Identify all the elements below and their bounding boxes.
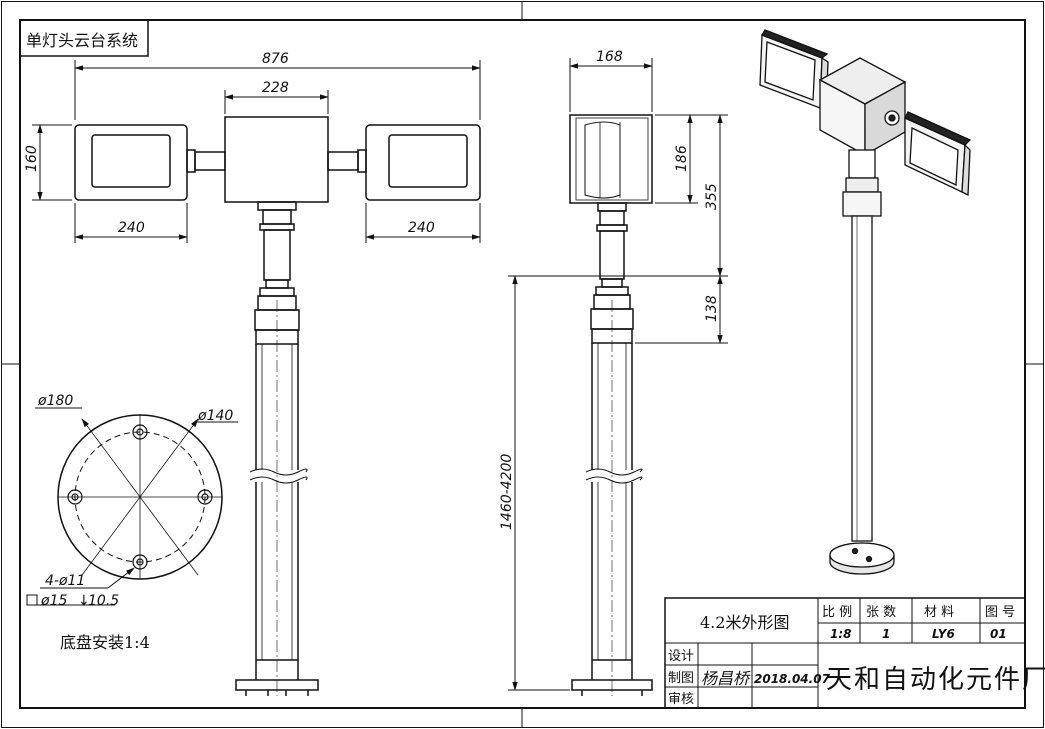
title-box: 单灯头云台系统	[19, 19, 149, 57]
dim-base-diameter: ø180	[37, 393, 73, 409]
base-plate-view	[26, 407, 238, 606]
dim-counterbore: ø15	[40, 593, 67, 609]
side-body	[569, 114, 653, 204]
side-view	[569, 114, 653, 696]
pan-tilt-body	[224, 116, 329, 203]
company-name: 天和自动化元件厂	[826, 665, 1045, 695]
base-caption: 底盘安装1:4	[60, 633, 150, 652]
row-label-design: 设计	[668, 649, 694, 664]
title-block	[664, 597, 1026, 709]
dim-side-body-height: 186	[674, 145, 690, 172]
dim-pole-height: 1460-4200	[499, 454, 515, 530]
dim-side-mount-height: 138	[704, 295, 720, 322]
dim-holes: 4-ø11	[45, 573, 85, 589]
dim-side-head-height: 355	[704, 183, 720, 210]
drawing-date: 2018.04.07	[754, 672, 831, 686]
header-sheets: 张 数	[866, 605, 896, 620]
dim-left-lamp-width: 240	[118, 220, 145, 236]
value-scale: 1:8	[830, 627, 852, 641]
row-label-drafting: 制图	[668, 671, 694, 686]
header-drawing-no: 图 号	[985, 605, 1015, 620]
header-scale: 比 例	[822, 605, 852, 620]
title-box-text: 单灯头云台系统	[26, 31, 138, 50]
front-view	[74, 116, 481, 696]
depth-symbol: ↓	[78, 593, 90, 609]
value-material: LY6	[932, 627, 955, 641]
row-label-review: 审核	[668, 692, 694, 707]
isometric-view	[759, 29, 972, 575]
front-dimensions	[32, 60, 481, 243]
dim-side-width: 168	[596, 49, 623, 65]
drafter-signature: 杨昌桥	[701, 669, 751, 688]
value-sheets: 1	[882, 627, 890, 641]
side-dimensions	[508, 58, 728, 691]
dim-right-lamp-width: 240	[408, 220, 435, 236]
drawing-name: 4.2米外形图	[700, 613, 789, 632]
dim-overall-width: 876	[262, 51, 289, 67]
right-lamp	[365, 124, 481, 201]
dim-counterbore-depth: 10.5	[88, 593, 119, 609]
dim-bolt-circle: ø140	[197, 408, 233, 424]
header-material: 材 料	[924, 605, 954, 620]
dim-body-width: 228	[262, 80, 289, 96]
value-drawing-no: 01	[990, 627, 1007, 641]
mounting-holes	[67, 424, 213, 570]
dim-lamp-height: 160	[24, 145, 40, 172]
